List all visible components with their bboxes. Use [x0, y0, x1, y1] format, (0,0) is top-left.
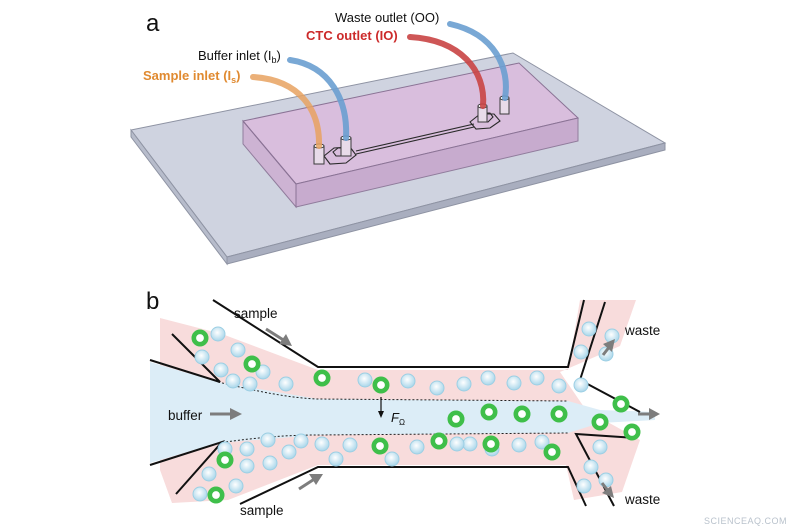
ctc-cell — [543, 443, 561, 461]
fluid-regions — [150, 300, 655, 503]
ctc-outlet-label: CTC outlet (IO) — [306, 28, 398, 43]
buffer-arrow — [210, 408, 242, 420]
ctc-cell — [313, 369, 331, 387]
blood-cell — [480, 370, 496, 386]
blood-cell — [262, 455, 278, 471]
ctc-cell — [243, 355, 261, 373]
blood-cell — [260, 432, 276, 448]
waste-top-label: waste — [624, 323, 660, 338]
buffer-fluid — [150, 362, 655, 463]
blood-cell — [511, 437, 527, 453]
panel-b: b — [146, 288, 660, 518]
blood-cell — [201, 466, 217, 482]
ctc-cell — [447, 410, 465, 428]
blood-cell — [293, 433, 309, 449]
sample-top-arrow — [265, 327, 292, 346]
sample-inlet-label: Sample inlet (Is) — [143, 68, 241, 85]
blood-cell — [384, 451, 400, 467]
blood-cell — [529, 370, 545, 386]
blood-cell — [551, 378, 567, 394]
blood-cell — [598, 346, 614, 362]
ctc-cell — [612, 395, 630, 413]
blood-cell — [462, 436, 478, 452]
ctc-cell — [550, 405, 568, 423]
panel-a: a — [130, 10, 667, 266]
blood-cell — [357, 372, 373, 388]
waste-bottom-label: waste — [624, 492, 660, 507]
ctc-cell — [371, 437, 389, 455]
blood-cell — [192, 486, 208, 502]
ctc-cell — [372, 376, 390, 394]
blood-cell — [328, 451, 344, 467]
blood-cell — [581, 321, 597, 337]
blood-cell — [225, 373, 241, 389]
force-arrow — [378, 397, 384, 418]
blood-cell — [534, 434, 550, 450]
panel-b-letter: b — [146, 288, 159, 315]
waste-tube — [447, 21, 509, 101]
blood-cell — [409, 439, 425, 455]
blood-cell — [598, 472, 614, 488]
flow-arrows — [210, 327, 660, 498]
ctc-cell — [430, 432, 448, 450]
ctc-tube — [407, 34, 487, 109]
force-label: FΩ — [391, 410, 405, 427]
blood-cell — [400, 373, 416, 389]
blood-cell — [281, 444, 297, 460]
sample-top-label: sample — [234, 306, 278, 321]
stream-interfaces — [217, 381, 569, 444]
blood-cell — [573, 344, 589, 360]
blood-cell — [239, 441, 255, 457]
blood-cell — [278, 376, 294, 392]
ctc-cell — [591, 413, 609, 431]
panel-a-letter: a — [146, 10, 160, 37]
sample-bottom-arrow — [298, 474, 323, 491]
blood-cell — [573, 377, 589, 393]
ctc-out-arrow — [638, 408, 660, 420]
ctc-cell — [623, 423, 641, 441]
waste-outlet-label: Waste outlet (OO) — [335, 10, 439, 25]
waste-bottom-arrow — [600, 482, 614, 498]
blood-cell — [230, 342, 246, 358]
blood-cell — [449, 436, 465, 452]
blood-cell — [213, 362, 229, 378]
ctc-cell — [207, 486, 225, 504]
blood-cell — [255, 364, 271, 380]
blood-cell — [592, 439, 608, 455]
blood-cell — [242, 376, 258, 392]
blood-cell — [583, 459, 599, 475]
buffer-tube — [287, 57, 350, 141]
blood-cell — [506, 375, 522, 391]
sample-tube — [250, 74, 323, 149]
blood-cell — [576, 478, 592, 494]
blood-cell — [210, 326, 226, 342]
ctc-cell — [482, 435, 500, 453]
blood-cell — [228, 478, 244, 494]
waste-top-arrow — [601, 339, 615, 356]
ctc-cell — [480, 403, 498, 421]
cells-layer — [191, 321, 641, 504]
ctc-cell — [191, 329, 209, 347]
ctc-cell — [513, 405, 531, 423]
blood-cell — [456, 376, 472, 392]
blood-cell — [194, 349, 210, 365]
sample-bottom-label: sample — [240, 503, 284, 518]
blood-cell — [429, 380, 445, 396]
ctc-cell — [216, 451, 234, 469]
blood-cell — [239, 458, 255, 474]
blood-cell — [314, 436, 330, 452]
blood-cell — [342, 437, 358, 453]
buffer-inlet-label: Buffer inlet (Ib) — [198, 48, 281, 65]
buffer-label: buffer — [168, 408, 203, 423]
watermark: SCIENCEAQ.COM — [704, 516, 787, 526]
